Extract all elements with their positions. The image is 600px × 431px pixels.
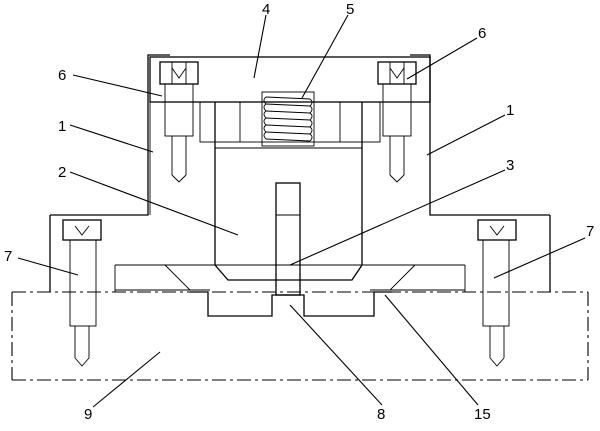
leader-lines bbox=[17, 14, 586, 408]
base-plate-9 bbox=[11, 291, 589, 381]
stepped-profile bbox=[190, 291, 392, 317]
side-screw-left-7 bbox=[62, 219, 102, 367]
label-5: 5 bbox=[346, 1, 354, 18]
label-15: 15 bbox=[474, 406, 491, 423]
slider-block-2 bbox=[214, 102, 363, 281]
top-screw-right-6 bbox=[377, 61, 417, 183]
pin-3 bbox=[275, 182, 301, 296]
part-labels: 4 5 6 6 1 1 2 3 7 7 9 8 15 bbox=[4, 1, 594, 423]
label-6-right: 6 bbox=[478, 25, 486, 42]
side-screw-right-7 bbox=[477, 219, 517, 367]
label-3: 3 bbox=[506, 157, 514, 174]
label-7-left: 7 bbox=[4, 248, 12, 265]
spring-housing bbox=[199, 101, 381, 143]
top-screw-left-6 bbox=[159, 61, 199, 183]
spring-5 bbox=[261, 91, 315, 147]
label-4: 4 bbox=[262, 1, 270, 18]
label-1-right: 1 bbox=[506, 102, 514, 119]
label-6-left: 6 bbox=[58, 67, 66, 84]
label-7-right: 7 bbox=[586, 223, 594, 240]
label-2: 2 bbox=[58, 164, 66, 181]
label-1-left: 1 bbox=[58, 118, 66, 135]
label-9: 9 bbox=[84, 406, 92, 423]
label-8: 8 bbox=[377, 406, 385, 423]
